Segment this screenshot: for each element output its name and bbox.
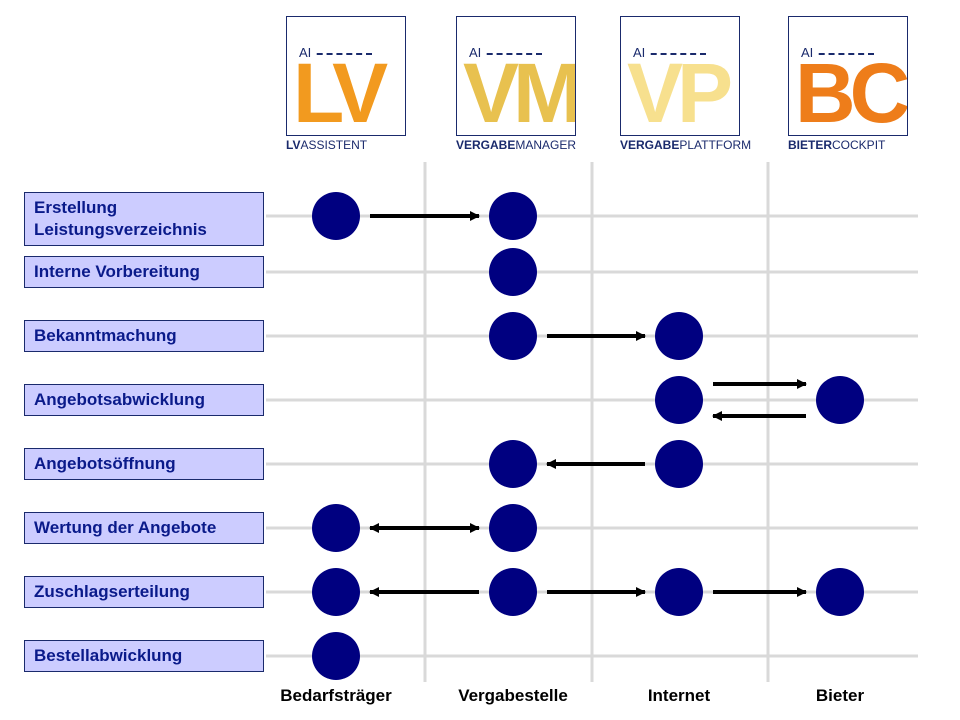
process-node [489,440,537,488]
logo-caption-bold: BIETER [788,138,833,152]
logo-ai-text: AI [631,45,648,60]
logo-ai-mark: AI [631,45,706,60]
column-label: Bieter [815,686,865,705]
row-label: Wertung der Angebote [24,512,264,544]
process-node [489,504,537,552]
process-node [655,376,703,424]
row-label: Angebotsöffnung [24,448,264,480]
logo-caption-rest: COCKPIT [832,138,886,152]
row-label-text: Bekanntmachung [34,325,177,347]
row-label-line1: Bekanntmachung [34,326,177,345]
column-label: Vergabestelle [458,686,568,705]
row-label-line1: Angebotsabwicklung [34,390,205,409]
process-node [312,632,360,680]
logo-caption-rest: PLATTFORM [679,138,752,152]
process-node [816,376,864,424]
logo-letters: LV [293,46,388,136]
process-node [489,248,537,296]
row-label-line1: Angebotsöffnung [34,454,176,473]
process-node [655,568,703,616]
row-label-text: Angebotsabwicklung [34,389,205,411]
logo-ai-text: AI [799,45,816,60]
row-label-line1: Erstellung [34,198,118,217]
process-node [312,568,360,616]
process-node [312,504,360,552]
logo-ai-mark: AI [467,45,542,60]
process-node [655,312,703,360]
row-label-text: Zuschlagserteilung [34,581,190,603]
row-label-text: Bestellabwicklung [34,645,182,667]
logo-ai-dash [467,53,542,55]
logo-ai-mark: AI [799,45,874,60]
row-label: Bestellabwicklung [24,640,264,672]
logo-letters: VM [463,46,576,136]
process-node [816,568,864,616]
process-node [312,192,360,240]
row-label-line1: Wertung der Angebote [34,518,217,537]
row-label-line1: Interne Vorbereitung [34,262,200,281]
logo-caption-rest: MANAGER [515,138,577,152]
logo-letters: BC [795,46,907,136]
process-node [489,312,537,360]
logo-caption: VERGABEMANAGER [456,138,576,152]
logo-letters: VP [627,46,733,136]
logo-ai-mark: AI [297,45,372,60]
logo-ai-text: AI [467,45,484,60]
logo-caption-bold: VERGABE [456,138,516,152]
logo-ai-text: AI [297,45,314,60]
row-label: Interne Vorbereitung [24,256,264,288]
logo-caption: BIETERCOCKPIT [788,138,908,152]
logo-ai-dash [297,53,372,55]
process-node [489,568,537,616]
logo-caption-bold: VERGABE [620,138,680,152]
row-label-text: Angebotsöffnung [34,453,176,475]
row-label-line1: Bestellabwicklung [34,646,183,665]
row-label-text: Interne Vorbereitung [34,261,200,283]
logo-caption-rest: ASSISTENT [300,138,368,152]
logo-ai-dash [631,53,706,55]
row-label: Angebotsabwicklung [24,384,264,416]
column-label: Bedarfsträger [280,686,392,705]
row-label: Zuschlagserteilung [24,576,264,608]
column-label: Internet [647,686,711,705]
row-label-line2: Leistungsverzeichnis [34,220,207,239]
logo-caption-bold: LV [286,138,301,152]
process-node [489,192,537,240]
logo-caption: LVASSISTENT [286,138,406,152]
process-node [655,440,703,488]
logo-ai-dash [799,53,874,55]
row-label: Bekanntmachung [24,320,264,352]
row-label-text: Wertung der Angebote [34,517,216,539]
row-label-line1: Zuschlagserteilung [34,582,190,601]
logo-caption: VERGABEPLATTFORM [620,138,751,152]
